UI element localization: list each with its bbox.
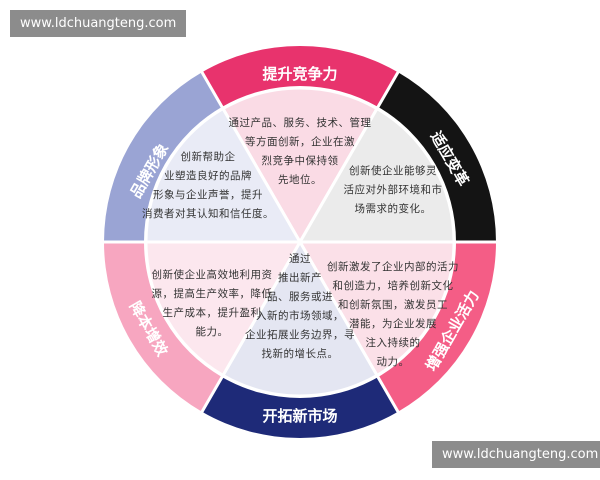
segment-lower-left-line: 能力。 <box>195 326 229 338</box>
segment-lower-right-line: 创新激发了企业内部的活力 <box>327 261 459 273</box>
segment-lower-right-line: 潜能，为企业发展 <box>349 318 437 330</box>
segment-lower-right-line: 注入持续的 <box>365 337 421 349</box>
separator-bottom <box>375 374 400 414</box>
wedge-lower-right <box>297 240 456 378</box>
watermark-bottom: www.ldchuangteng.com <box>432 441 600 468</box>
band-bottom <box>202 377 398 438</box>
segment-bottom-line: 通过 <box>289 253 311 265</box>
wedge-bottom <box>220 238 380 398</box>
segment-upper-left-line: 创新帮助企 <box>180 151 236 163</box>
segment-lower-left-line: 创新使企业高效地利用资 <box>151 269 273 281</box>
band-lower-left <box>104 242 222 412</box>
segment-upper-left-line: 业塑造良好的品牌 <box>164 170 252 182</box>
segment-bottom-line: 入新的市场领域， <box>256 310 344 322</box>
segment-upper-right-line: 创新使企业能够灵 <box>349 165 437 177</box>
segment-lower-left-line: 生产成本，提升盈利 <box>162 307 262 319</box>
segment-bottom-line: 企业拓展业务边界，寻 <box>245 329 355 341</box>
segment-lower-left-line: 源，提高生产效率，降低 <box>151 288 273 300</box>
segment-lower-right-line: 和创新氛围，激发员工 <box>338 299 448 311</box>
segment-bottom-text: 通过 推出新产 品、服务或进 入新的市场领域， 企业拓展业务边界，寻 找新的增长… <box>236 250 364 364</box>
segment-top-text: 通过产品、服务、技术、管理 等方面创新，企业在激 烈竞争中保持领 先地位。 <box>228 114 372 190</box>
segment-top-line: 通过产品、服务、技术、管理 <box>228 117 372 129</box>
wedge-upper-left <box>144 106 303 244</box>
segment-lower-right-line: 动力。 <box>376 356 410 368</box>
wedge-upper-right <box>297 106 456 244</box>
band-lower-right <box>378 242 496 412</box>
segment-top-line: 等方面创新，企业在激 <box>245 136 355 148</box>
segment-upper-right-line: 活应对外部环境和市 <box>343 184 443 196</box>
band-title-bottom: 开拓新市场 <box>262 407 338 425</box>
segment-bottom-line: 推出新产 <box>278 272 322 284</box>
segment-lower-left-text: 创新使企业高效地利用资 源，提高生产效率，降低 生产成本，提升盈利 能力。 <box>146 266 278 342</box>
segment-upper-left-line: 消费者对其认知和信任度。 <box>142 208 274 220</box>
segment-bottom-line: 找新的增长点。 <box>261 348 339 360</box>
separator-lower-left <box>200 374 225 414</box>
band-upper-right <box>378 72 496 242</box>
segment-upper-left-text: 创新帮助企 业塑造良好的品牌 形象与企业声誉，提升 消费者对其认知和信任度。 <box>140 148 276 224</box>
segment-lower-right-line: 和创造力，培养创新文化 <box>332 280 454 292</box>
separator-upper-right <box>375 70 400 110</box>
band-title-top: 提升竞争力 <box>262 65 338 83</box>
segment-top-line: 先地位。 <box>278 174 322 186</box>
separator-top <box>200 70 225 110</box>
band-upper-left <box>104 72 222 242</box>
segment-upper-left-line: 形象与企业声誉，提升 <box>153 189 263 201</box>
segment-upper-right-text: 创新使企业能够灵 活应对外部环境和市 场需求的变化。 <box>334 162 452 219</box>
wedge-lower-left <box>144 240 303 378</box>
wedge-top <box>220 86 380 246</box>
segment-top-line: 烈竞争中保持领 <box>261 155 339 167</box>
band-top <box>202 45 398 107</box>
watermark-top: www.ldchuangteng.com <box>10 10 187 37</box>
segment-upper-right-line: 场需求的变化。 <box>354 203 432 215</box>
segment-lower-right-text: 创新激发了企业内部的活力 和创造力，培养创新文化 和创新氛围，激发员工 潜能，为… <box>318 258 468 372</box>
segment-bottom-line: 品、服务或进 <box>267 291 333 303</box>
